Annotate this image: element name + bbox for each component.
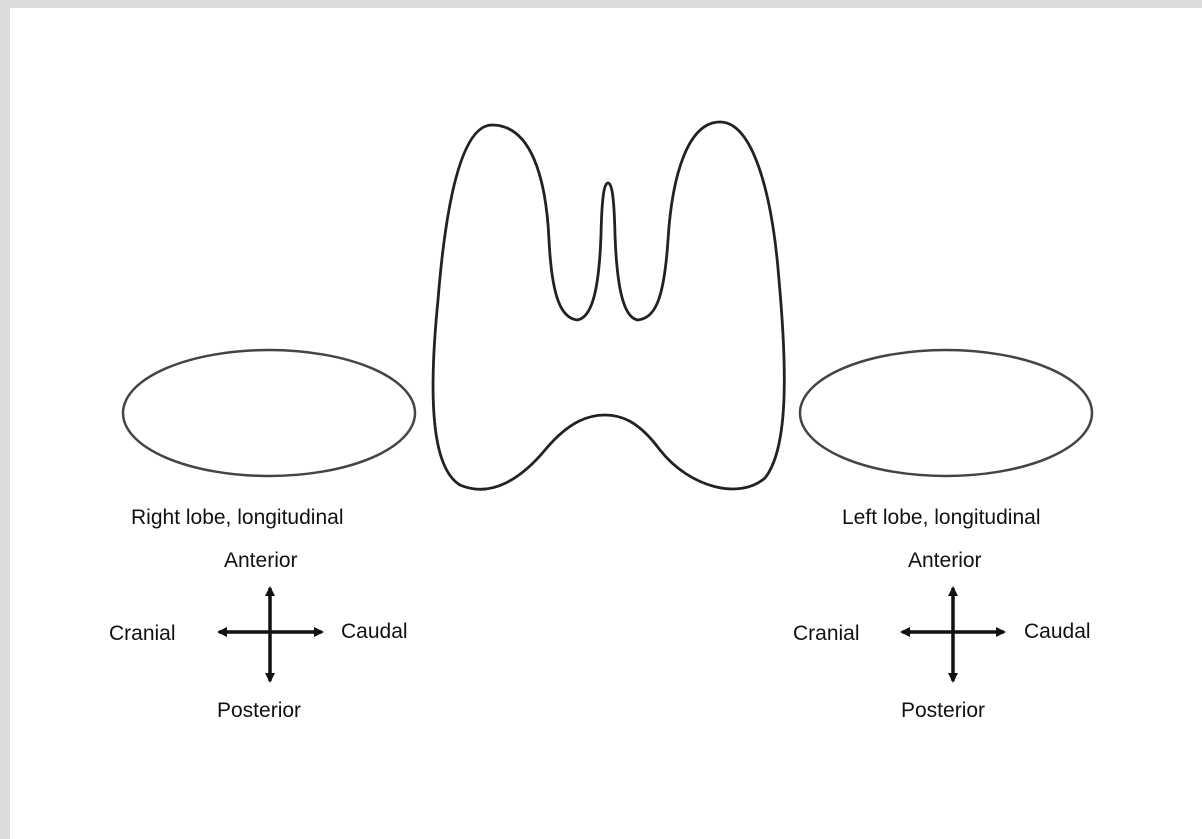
- left-cranial-label: Cranial: [793, 622, 860, 646]
- right-caudal-label: Caudal: [341, 620, 408, 644]
- right-cranial-label: Cranial: [109, 622, 176, 646]
- right-lobe-title: Right lobe, longitudinal: [131, 506, 343, 530]
- right-posterior-label: Posterior: [217, 699, 301, 723]
- left-caudal-label: Caudal: [1024, 620, 1091, 644]
- left-posterior-label: Posterior: [901, 699, 985, 723]
- right-anterior-label: Anterior: [224, 549, 298, 573]
- thyroid-transverse-outline: [433, 122, 784, 489]
- left-anterior-label: Anterior: [908, 549, 982, 573]
- right-orientation-cross: [219, 588, 322, 681]
- left-lobe-title: Left lobe, longitudinal: [842, 506, 1041, 530]
- left-orientation-cross: [902, 588, 1004, 681]
- right-lobe-longitudinal-shape: [123, 350, 415, 476]
- left-lobe-longitudinal-shape: [800, 350, 1092, 476]
